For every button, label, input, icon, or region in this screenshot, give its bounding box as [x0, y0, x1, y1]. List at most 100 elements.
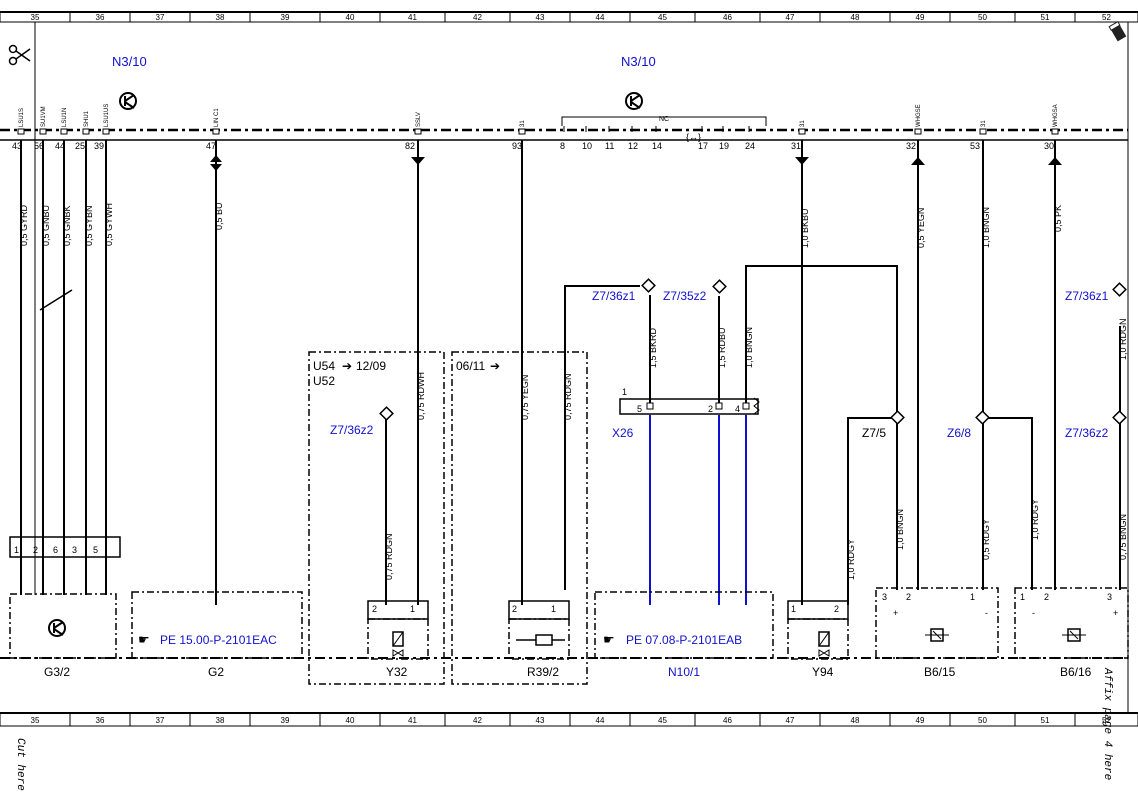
- nc-pin: 14: [652, 141, 662, 151]
- nc-pin: 19: [719, 141, 729, 151]
- wire-label: 1,0 BNGN: [895, 509, 905, 550]
- variant-u54-date: 12/09: [356, 359, 386, 373]
- ref-n10[interactable]: PE 07.08-P-2101EAB: [626, 633, 742, 647]
- splice-z6-8[interactable]: Z6/8: [947, 426, 971, 440]
- nc-pin: 24: [745, 141, 755, 151]
- nc-pin: 11: [605, 141, 614, 151]
- ruler-label: 52: [1102, 716, 1111, 725]
- ruler-label: 48: [851, 716, 860, 725]
- wire-label: 0,5 YEGN: [916, 208, 926, 248]
- ruler-label: 40: [346, 13, 355, 22]
- device-boxes: [0, 600, 1128, 660]
- wire-label: 1,0 RDGY: [846, 539, 856, 580]
- svg-text:2: 2: [906, 592, 911, 602]
- ref-g2[interactable]: PE 15.00-P-2101EAC: [160, 633, 277, 647]
- ruler-label: 38: [216, 716, 225, 725]
- splice-z7-36z1[interactable]: Z7/36z1: [592, 289, 636, 303]
- wires: [20, 140, 1121, 605]
- wire-label: 0,75 RDWH: [416, 372, 426, 420]
- nc-jumper: {↔}: [686, 132, 701, 142]
- hand-pointer-icon: ☛: [603, 632, 615, 647]
- component-g3-2: G3/2: [44, 665, 70, 679]
- ruler-label: 36: [96, 13, 105, 22]
- ground-symbol-icon: [625, 92, 643, 110]
- wire-label: 0,5 GYBN: [84, 205, 94, 246]
- svg-text:➔: ➔: [490, 359, 500, 373]
- ruler-label: 50: [978, 13, 987, 22]
- ruler-label: 37: [156, 716, 165, 725]
- svg-text:1: 1: [970, 592, 975, 602]
- wire-label: 1,0 RDGY: [1030, 499, 1040, 540]
- signal-name: LSU1N: [62, 108, 68, 127]
- module-label-left[interactable]: N3/10: [112, 54, 147, 69]
- svg-text:➔: ➔: [342, 359, 352, 373]
- svg-text:3: 3: [72, 545, 77, 555]
- component-r39-2: R39/2: [527, 665, 559, 679]
- nc-pin: 12: [628, 141, 638, 151]
- wire-label: 0,5 BU: [214, 202, 224, 230]
- component-n10-1[interactable]: N10/1: [668, 665, 700, 679]
- ruler-label: 49: [916, 13, 925, 22]
- ruler-label: 48: [851, 13, 860, 22]
- splice-z7-35z2[interactable]: Z7/35z2: [663, 289, 707, 303]
- component-labels: G3/2 G2 Y32 R39/2 N10/1 Y94 B6/15 B6/16: [44, 665, 1092, 679]
- pin-number: 25: [75, 141, 85, 151]
- ruler-label: 38: [216, 13, 225, 22]
- variant-r39: 06/11 ➔: [456, 359, 500, 373]
- svg-text:4: 4: [735, 404, 740, 414]
- pin-number: 39: [94, 141, 104, 151]
- wire-label: 0,75 YEGN: [520, 375, 530, 420]
- svg-text:3: 3: [1107, 592, 1112, 602]
- affix-note: Affix page 4 here: [1101, 667, 1113, 780]
- wire-label: 1,5 BKRD: [648, 327, 658, 368]
- ruler-label: 42: [473, 13, 482, 22]
- ruler-label: 43: [536, 716, 545, 725]
- svg-text:1: 1: [551, 604, 556, 614]
- ruler-label: 46: [723, 716, 732, 725]
- module-label-right[interactable]: N3/10: [621, 54, 656, 69]
- wire-label: 1,0 BKBU: [800, 208, 810, 248]
- pin-number: 47: [206, 141, 216, 151]
- svg-text:5: 5: [93, 545, 98, 555]
- signal-name: SSLV: [416, 112, 422, 127]
- svg-text:2: 2: [708, 404, 713, 414]
- wire-label: 1,0 BNGN: [981, 207, 991, 248]
- splice-z7-36z1-right[interactable]: Z7/36z1: [1065, 289, 1109, 303]
- ruler-label: 50: [978, 716, 987, 725]
- sensor-icon: [1062, 628, 1086, 642]
- hand-pointer-icon: ☛: [138, 632, 150, 647]
- wire-label: 1,0 BNGN: [744, 327, 754, 368]
- eraser-icon: [1108, 21, 1127, 42]
- svg-text:2: 2: [372, 604, 377, 614]
- signal-name: LSU1US: [104, 104, 110, 127]
- ruler-label: 49: [916, 716, 925, 725]
- connector-x26: 1 5 2 4 X26: [612, 387, 760, 440]
- ruler-label: 45: [658, 13, 667, 22]
- component-y94: Y94: [812, 665, 834, 679]
- sensor-icon: [925, 628, 949, 642]
- wire-label: 1,0 RDGN: [1118, 318, 1128, 360]
- splice-z7-36z2[interactable]: Z7/36z2: [330, 423, 374, 437]
- pin-number: 44: [55, 141, 65, 151]
- ruler-label: 41: [408, 13, 417, 22]
- pin-number: 43: [12, 141, 22, 151]
- svg-text:1: 1: [14, 545, 19, 555]
- signal-name: WHGSE: [916, 104, 922, 127]
- svg-text:1: 1: [622, 387, 627, 397]
- ruler-label: 37: [156, 13, 165, 22]
- resistor-icon: [516, 634, 565, 646]
- svg-text:1: 1: [1020, 592, 1025, 602]
- signal-name: 31: [520, 120, 526, 127]
- connector-x26-label[interactable]: X26: [612, 426, 634, 440]
- variant-r39-date: 06/11: [456, 359, 485, 373]
- ruler-label: 40: [346, 716, 355, 725]
- cut-note: Cut here: [14, 738, 26, 791]
- valve-icon: [818, 631, 830, 657]
- signal-name: SU1VM: [41, 106, 47, 127]
- splice-z7-36z2-right[interactable]: Z7/36z2: [1065, 426, 1109, 440]
- connector-g3: 1 2 6 3 5: [9, 536, 121, 558]
